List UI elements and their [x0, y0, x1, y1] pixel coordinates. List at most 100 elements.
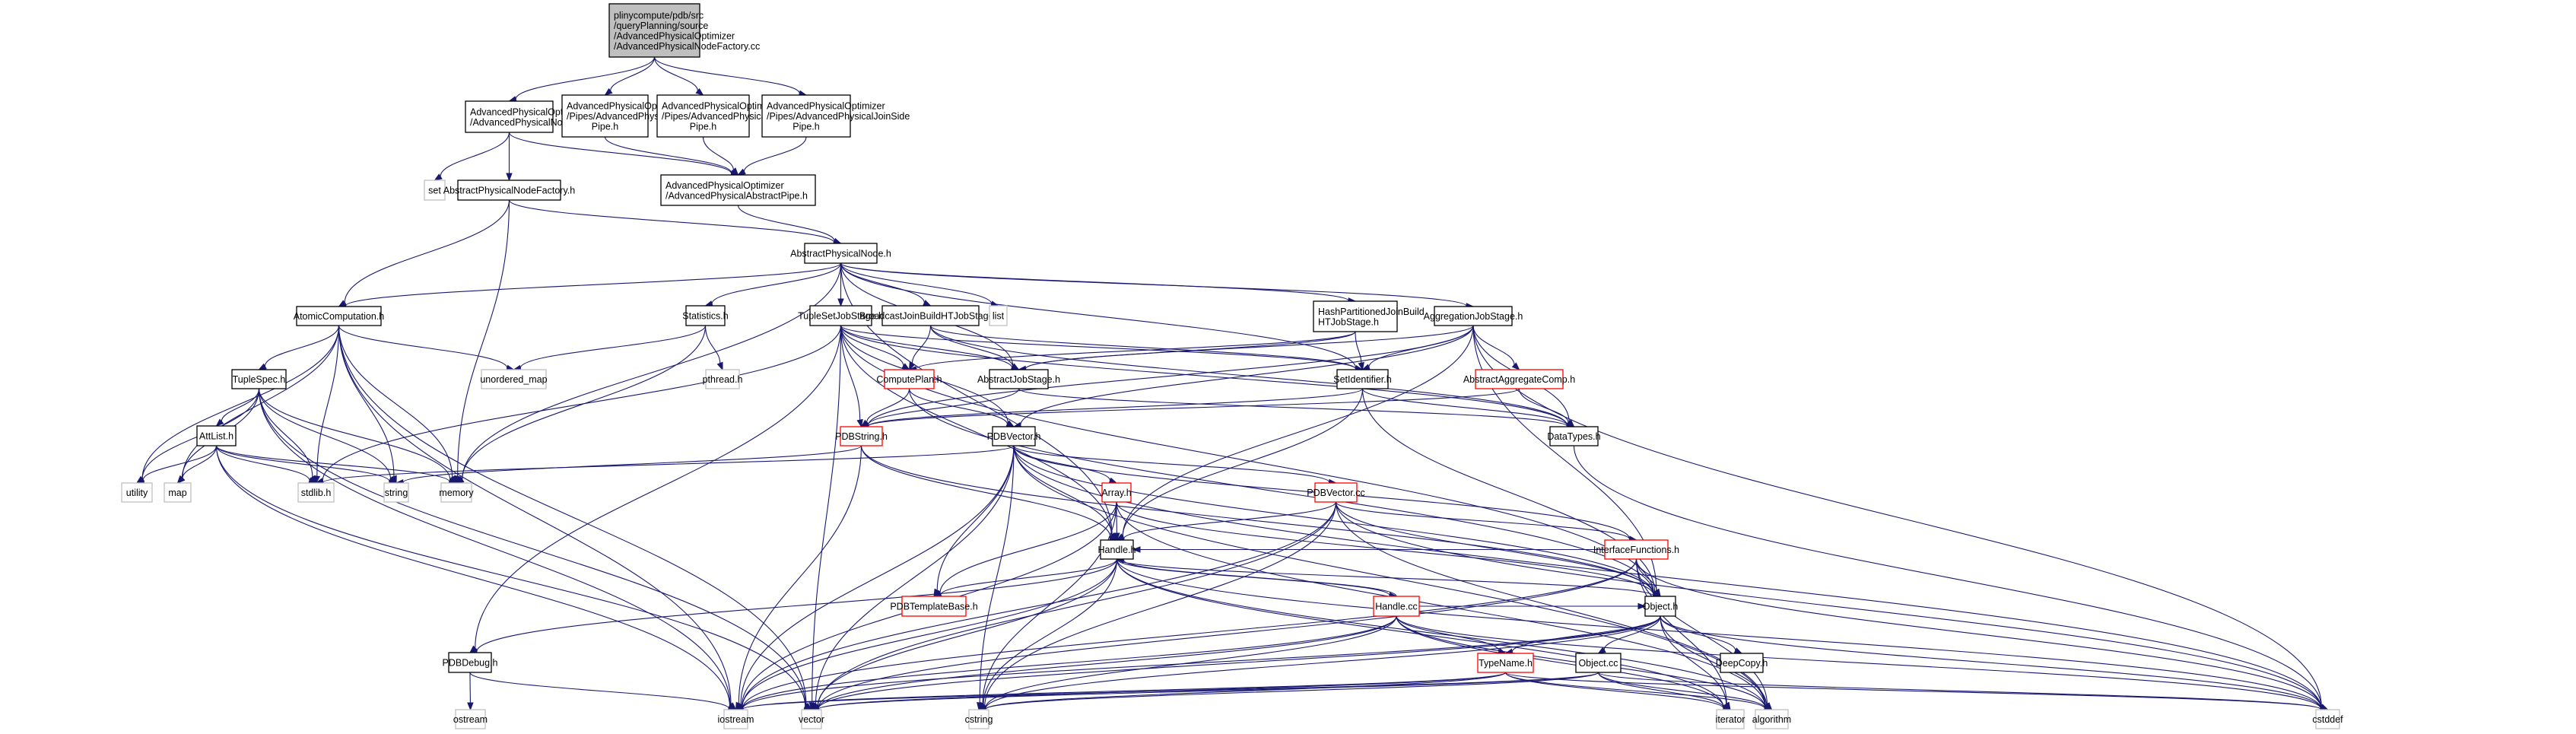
edge-line — [1603, 615, 1661, 650]
edge-line — [738, 445, 862, 704]
node-object[interactable]: Object.h — [1643, 596, 1679, 617]
node-typename[interactable]: TypeName.h — [1477, 653, 1534, 673]
edge-apnode-to-hashpart — [840, 262, 1357, 304]
edge-line — [815, 445, 1015, 704]
edge-tuplesetjob-to-computeplan — [840, 325, 910, 370]
edge-line — [258, 388, 451, 481]
edge-hashpart-to-setid — [1355, 331, 1364, 371]
edge-line — [1335, 501, 1654, 595]
node-pdbvectorcc[interactable]: PDBVector.cc — [1307, 482, 1365, 503]
node-cstring[interactable]: cstring — [965, 709, 993, 729]
node-iostream[interactable]: iostream — [718, 709, 754, 729]
arrowhead-icon — [1511, 362, 1520, 370]
node-aggjob[interactable]: AggregationJobStage.h — [1424, 306, 1523, 326]
node-iterator[interactable]: iterator — [1716, 709, 1745, 729]
node-apnodefactory[interactable]: AbstractPhysicalNodeFactory.h — [443, 180, 575, 201]
edge-line — [1018, 388, 1568, 427]
node-handle[interactable]: Handle.h — [1097, 539, 1136, 560]
edge-line — [983, 558, 1118, 705]
node-vector[interactable]: vector — [799, 709, 824, 729]
node-box — [561, 94, 649, 138]
edge-line — [817, 558, 1118, 707]
edge-line — [258, 388, 731, 706]
node-string[interactable]: string — [383, 482, 409, 503]
node-datatypes[interactable]: DataTypes.h — [1547, 426, 1601, 446]
arrowhead-icon — [856, 418, 863, 428]
node-label: PDBVector.h — [987, 431, 1041, 442]
arrowhead-icon — [467, 702, 474, 711]
node-abstractpipe[interactable]: AdvancedPhysicalOptimizer/AdvancedPhysic… — [660, 174, 816, 206]
node-box — [457, 180, 561, 201]
node-label: /AdvancedPhysicalAbstractPipe.h — [665, 190, 808, 201]
node-box — [840, 426, 883, 446]
node-atomic[interactable]: AtomicComputation.h — [294, 306, 385, 326]
node-box — [440, 482, 472, 503]
node-interfacefn[interactable]: InterfaceFunctions.h — [1593, 539, 1679, 560]
node-pdbdebug[interactable]: PDBDebug.h — [443, 652, 498, 673]
node-label: AbstractAggregateComp.h — [1463, 374, 1575, 385]
node-memory[interactable]: memory — [439, 482, 474, 503]
edge-line — [1472, 325, 1515, 365]
node-ostream[interactable]: ostream — [453, 709, 488, 729]
node-array[interactable]: Array.h — [1101, 482, 1132, 503]
node-box — [685, 305, 726, 326]
node-handlecc[interactable]: Handle.cc — [1373, 596, 1420, 617]
node-box — [968, 709, 989, 729]
node-abstractjob[interactable]: AbstractJobStage.h — [977, 369, 1060, 389]
node-list[interactable]: list — [989, 305, 1008, 326]
node-set[interactable]: set — [424, 180, 446, 201]
node-aggcomp[interactable]: AbstractAggregateComp.h — [1463, 369, 1575, 389]
node-box — [989, 305, 1008, 326]
node-setid[interactable]: SetIdentifier.h — [1333, 369, 1392, 389]
node-box — [884, 369, 935, 389]
node-pdbvector[interactable]: PDBVector.h — [987, 426, 1041, 446]
node-objectcc[interactable]: Object.cc — [1575, 653, 1622, 673]
node-box — [1720, 653, 1764, 673]
node-label: Object.cc — [1578, 658, 1618, 669]
arrowhead-icon — [695, 87, 704, 96]
node-templatebase[interactable]: PDBTemplateBase.h — [890, 596, 978, 617]
node-stdlib[interactable]: stdlib.h — [297, 482, 335, 503]
edge-line — [1013, 445, 2322, 709]
node-attlist[interactable]: AttList.h — [196, 425, 237, 446]
node-label: HashPartitionedJoinBuild — [1318, 307, 1425, 317]
node-pdbstring[interactable]: PDBString.h — [835, 426, 888, 446]
edge-line — [476, 558, 1118, 652]
node-aggpipe[interactable]: AdvancedPhysicalOptimizer/Pipes/Advanced… — [656, 94, 820, 138]
node-unordered_map[interactable]: unordered_map — [480, 369, 548, 389]
node-utility[interactable]: utility — [121, 482, 153, 503]
node-label: TypeName.h — [1479, 658, 1533, 669]
edge-line — [215, 445, 731, 707]
edge-broadcast-to-computeplan — [908, 325, 932, 371]
node-root[interactable]: plinycompute/pdb/src/queryPlanning/sourc… — [608, 3, 760, 58]
node-algorithm[interactable]: algorithm — [1752, 709, 1791, 729]
edge-line — [1335, 501, 2322, 709]
node-apnode[interactable]: AbstractPhysicalNode.h — [790, 243, 891, 264]
node-tuplespec[interactable]: TupleSpec.h — [231, 369, 287, 389]
node-label: SetIdentifier.h — [1333, 374, 1391, 385]
edge-atomic-to-memory — [338, 325, 457, 485]
edge-line — [818, 615, 1397, 709]
arrowhead-icon — [1653, 588, 1661, 598]
edge-line — [940, 558, 1118, 596]
node-tuplesetjob[interactable]: TupleSetJobStage.h — [798, 305, 884, 326]
edge-handle-to-vector — [810, 558, 1118, 710]
node-pthread[interactable]: pthread.h — [703, 369, 743, 389]
edge-handlecc-to-cstddef — [1396, 615, 2329, 713]
node-joinside[interactable]: AdvancedPhysicalOptimizer/Pipes/Advanced… — [761, 94, 910, 138]
node-broadcast[interactable]: BroadcastJoinBuildHTJobStage.h — [859, 305, 1002, 326]
edge-line — [840, 325, 1568, 426]
node-computeplan[interactable]: ComputePlan.h — [876, 369, 942, 389]
node-deepcopy[interactable]: DeepCopy.h — [1716, 653, 1768, 673]
edge-line — [338, 325, 807, 706]
edge-handle-to-algorithm — [1116, 558, 1773, 711]
node-statistics[interactable]: Statistics.h — [682, 305, 729, 326]
node-box — [1477, 653, 1534, 673]
node-map[interactable]: map — [164, 482, 192, 503]
node-label: AbstractPhysicalNodeFactory.h — [443, 186, 575, 196]
node-cstddef[interactable]: cstddef — [2312, 709, 2343, 729]
edge-line — [704, 325, 721, 364]
node-box — [1314, 482, 1358, 503]
edge-line — [867, 388, 1020, 426]
